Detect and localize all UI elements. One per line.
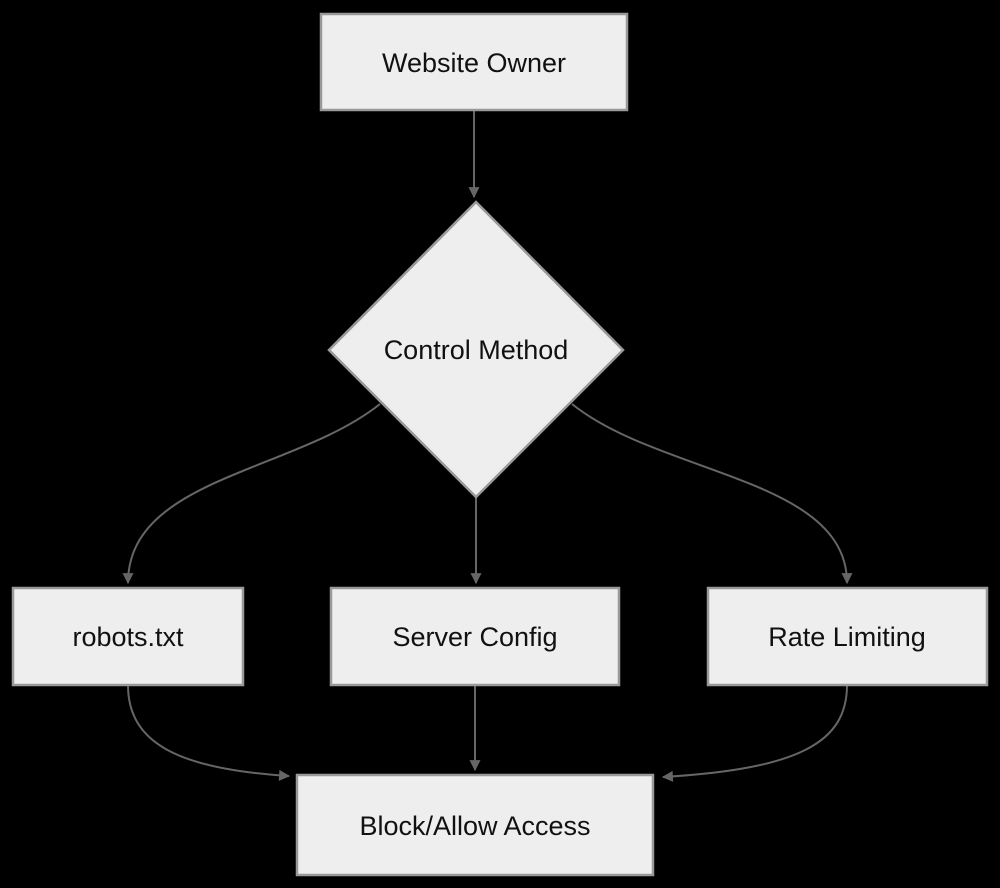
node-control-method: Control Method [327,200,625,499]
node-robots-txt: robots.txt [11,586,245,687]
node-rate-limiting-shape [706,586,989,687]
nodes-layer: Website Owner Control Method robots.txt … [11,12,989,877]
node-block-allow-access: Block/Allow Access [295,773,655,877]
edge-robots-txt-to-block-allow-access [127,684,291,781]
node-website-owner-shape [319,12,629,112]
edge-rate-limiting-to-block-allow-access [661,684,848,782]
node-server-config-shape [329,586,621,687]
edge-control-method-to-rate-limiting [571,403,853,585]
node-robots-txt-label: robots.txt [72,622,184,652]
node-server-config: Server Config [329,586,621,687]
edges-layer [122,110,853,782]
node-rate-limiting-label: Rate Limiting [768,622,926,652]
node-website-owner-label: Website Owner [382,48,566,78]
node-block-allow-access-label: Block/Allow Access [359,811,590,841]
edge-control-method-to-robots-txt [122,403,381,585]
node-control-method-shape [327,200,625,499]
node-rate-limiting: Rate Limiting [706,586,989,687]
node-control-method-label: Control Method [384,335,569,365]
node-server-config-label: Server Config [392,622,557,652]
node-block-allow-access-shape [295,773,655,877]
node-website-owner: Website Owner [319,12,629,112]
node-robots-txt-shape [11,586,245,687]
